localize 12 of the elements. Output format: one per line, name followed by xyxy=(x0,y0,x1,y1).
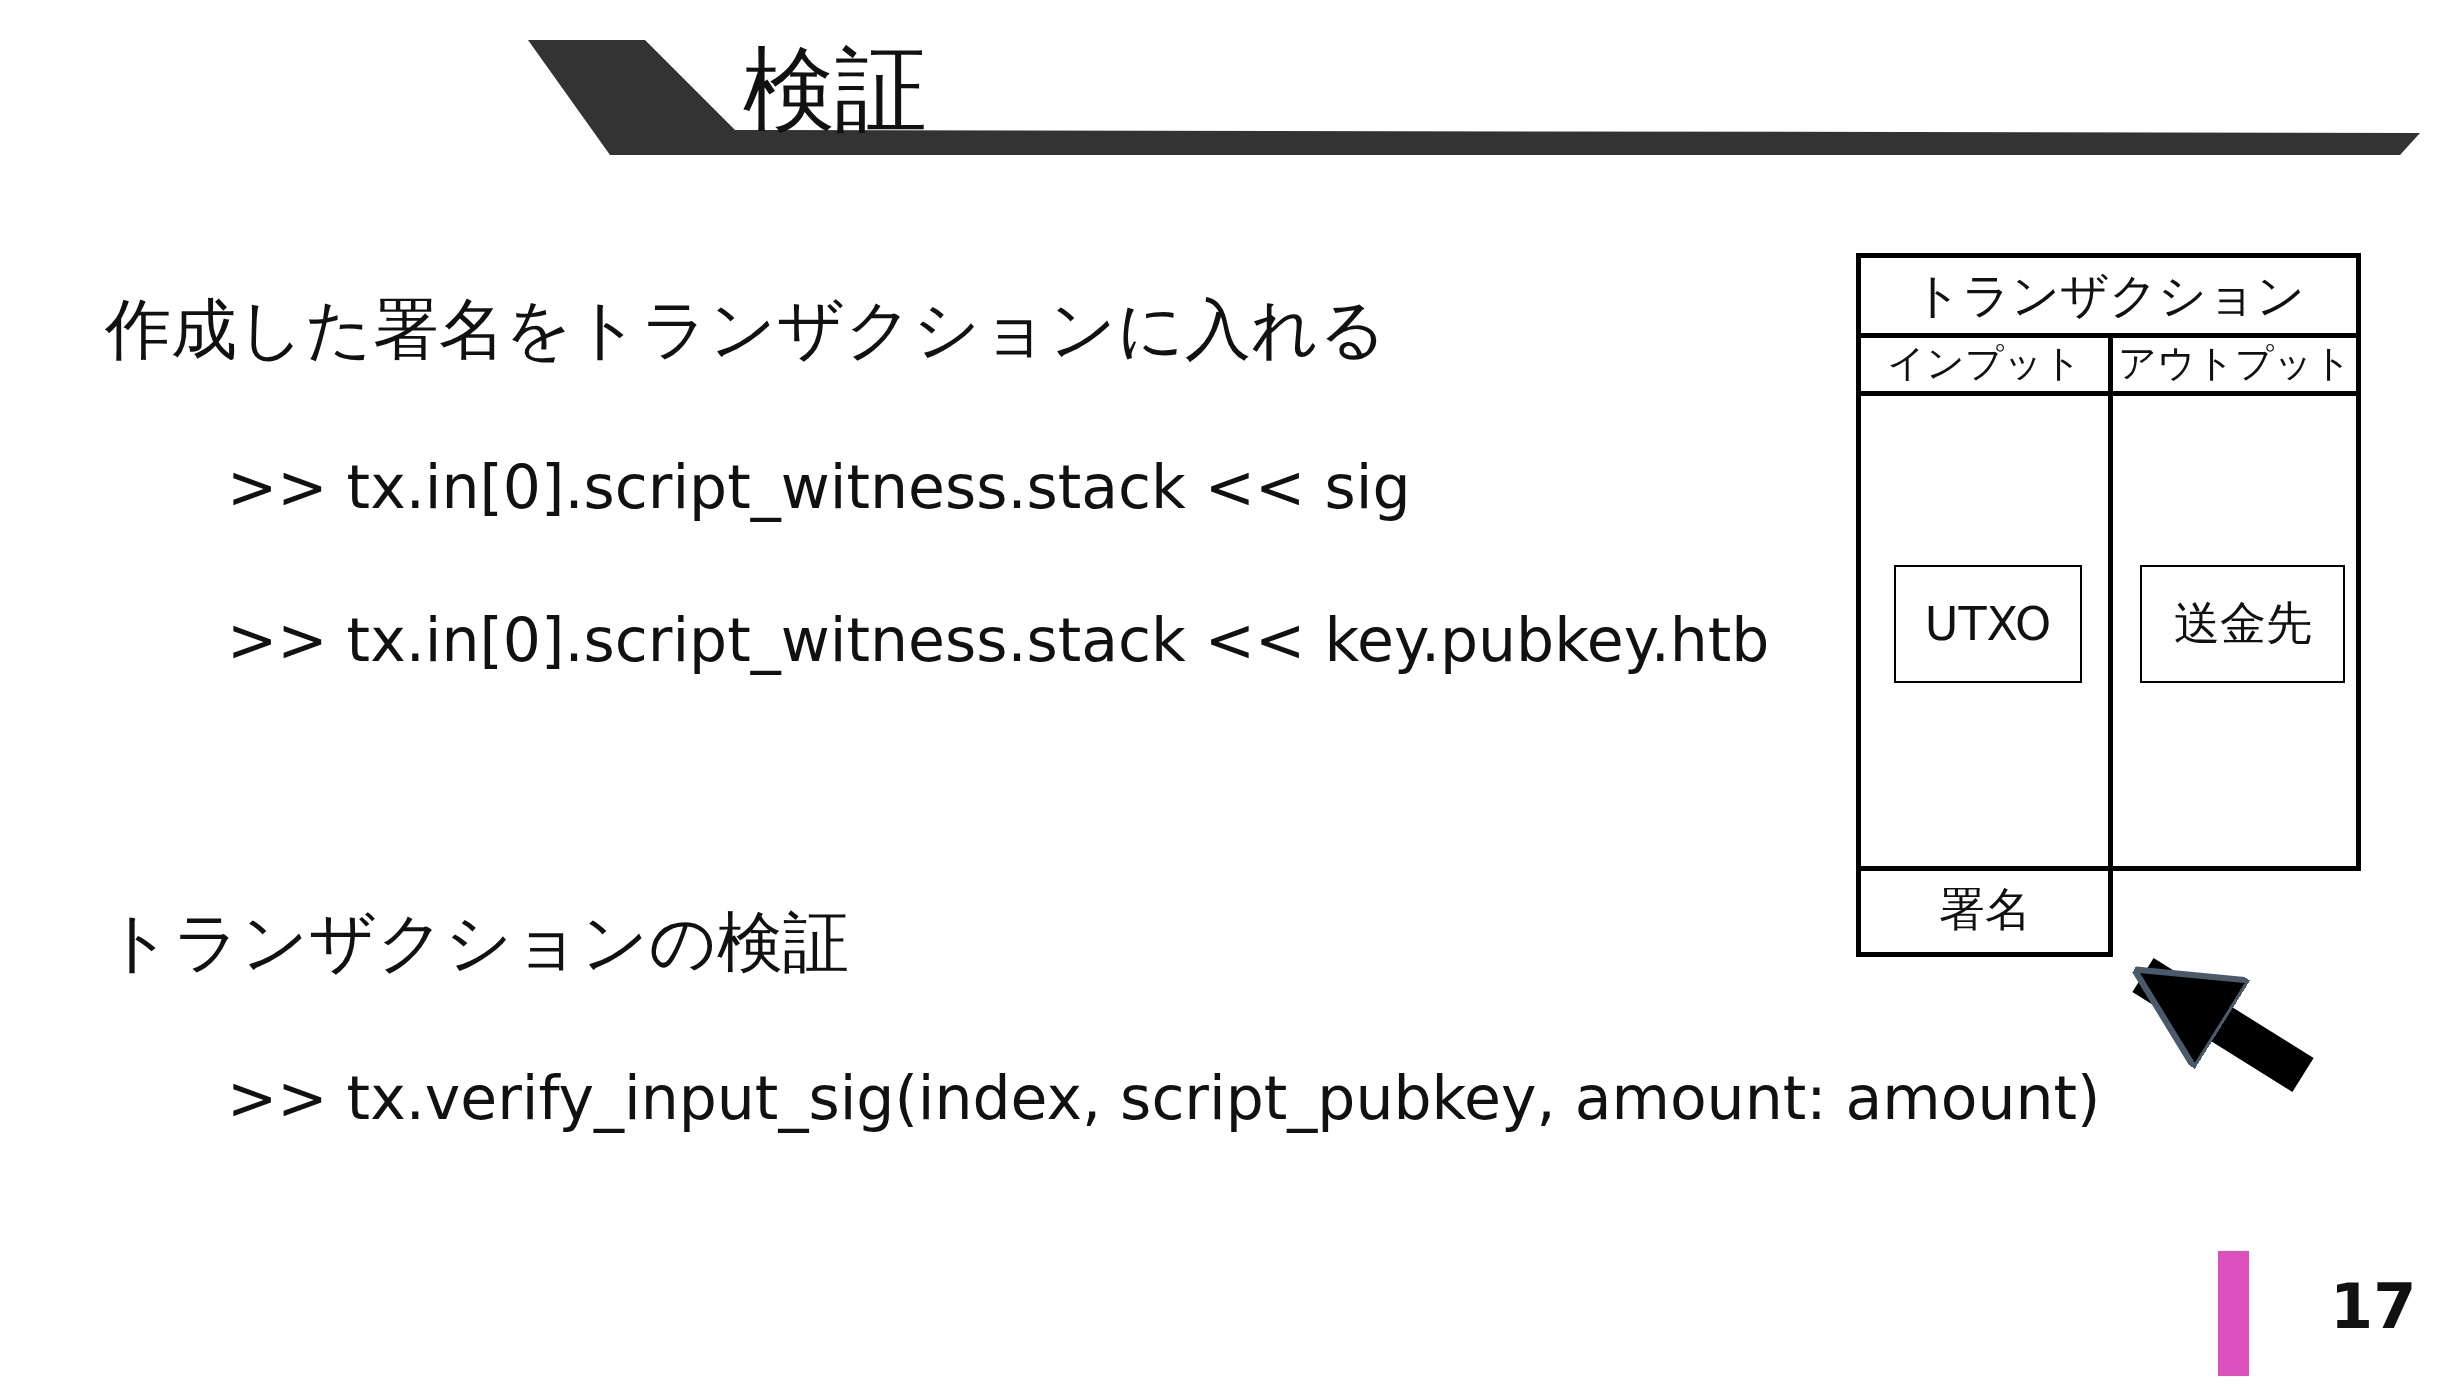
code-line: >> tx.in[0].script_witness.stack << sig xyxy=(227,452,1411,522)
body-text: 作成した署名をトランザクションに入れる xyxy=(105,290,1387,370)
table-cell-box: 送金先 xyxy=(2140,565,2345,683)
transaction-table xyxy=(1856,253,2361,957)
arrow xyxy=(2131,958,2314,1092)
table-cell-box: UTXO xyxy=(1894,565,2082,683)
code-line: >> tx.verify_input_sig(index, script_pubkey, amount: amount) xyxy=(227,1063,2101,1133)
body-text: トランザクションの検証 xyxy=(105,903,849,983)
page-number: 17 xyxy=(2330,1270,2417,1343)
slide-title: 検証 xyxy=(743,35,927,145)
column-heading: アウトプット xyxy=(2113,338,2356,396)
code-line: >> tx.in[0].script_witness.stack << key.pubkey.htb xyxy=(227,605,1770,675)
